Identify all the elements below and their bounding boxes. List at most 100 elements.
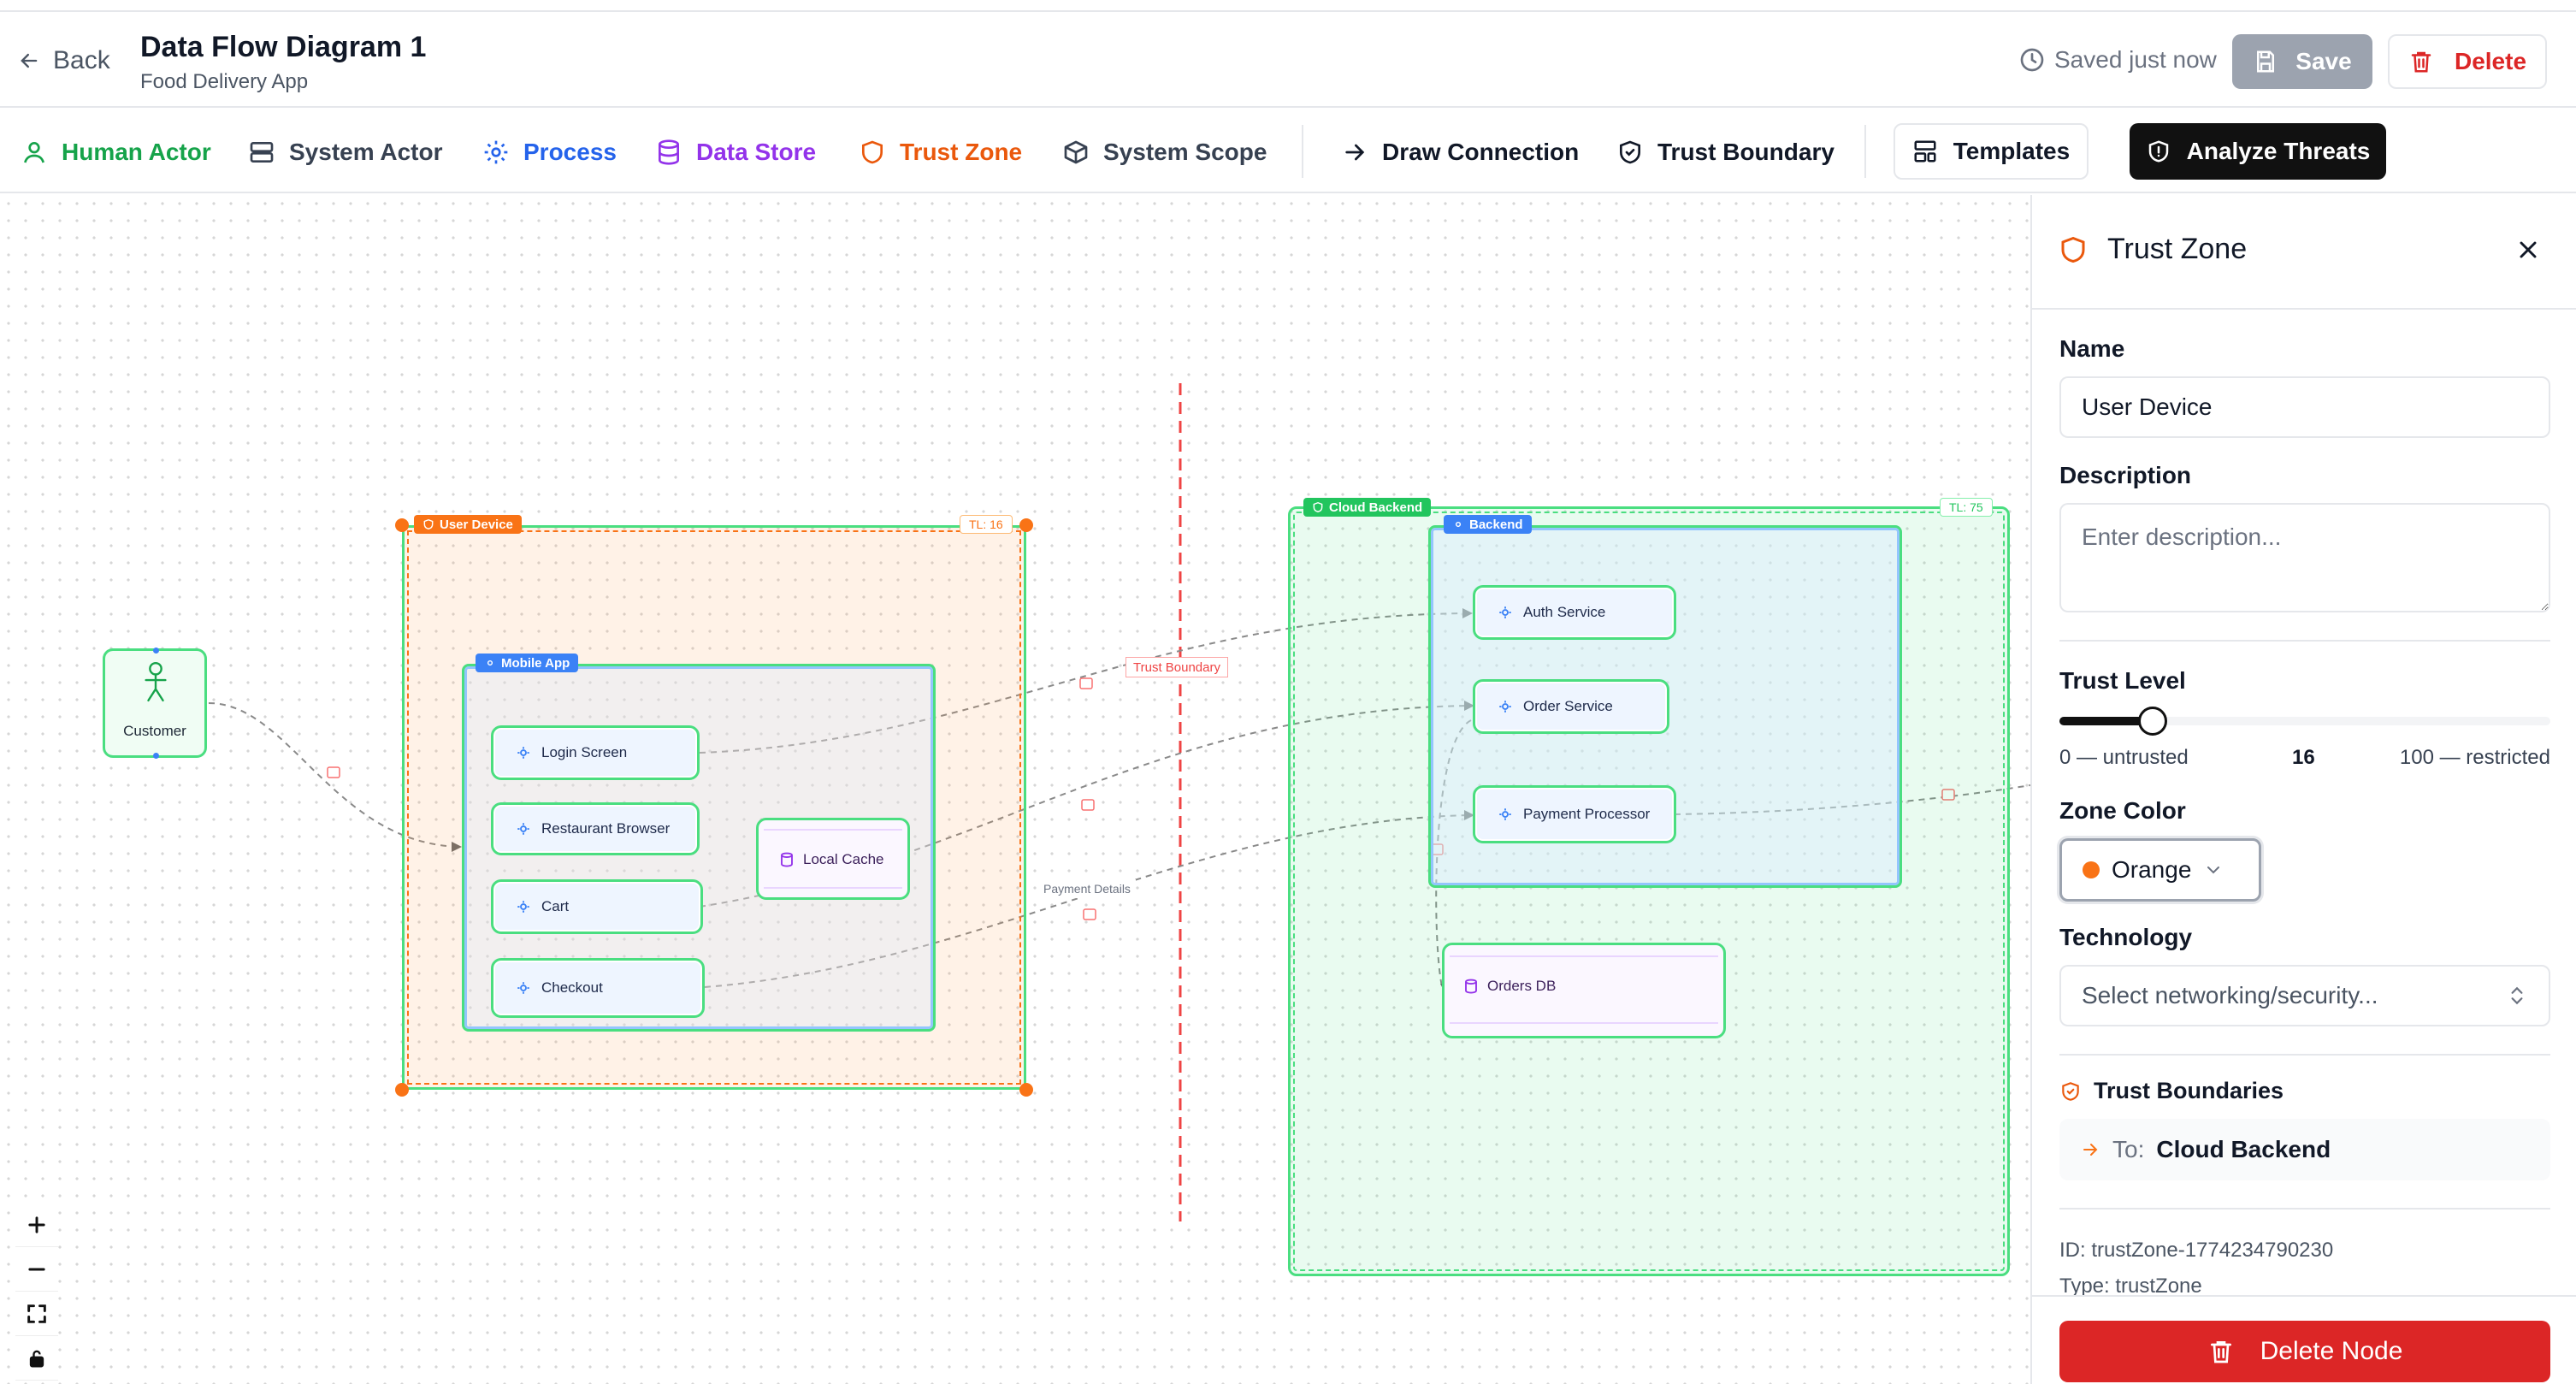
- analyze-threats-button[interactable]: Analyze Threats: [2130, 123, 2386, 180]
- connection-handle[interactable]: [153, 648, 159, 654]
- trust-boundary-label: Trust Boundary: [1657, 139, 1835, 165]
- process-node-restaurant-browser[interactable]: Restaurant Browser: [491, 802, 700, 855]
- description-label: Description: [2059, 462, 2192, 488]
- zoom-in-button[interactable]: [15, 1203, 58, 1247]
- zone-color-value: Orange: [2112, 856, 2192, 883]
- zone-color-label: Zone Color: [2059, 797, 2186, 824]
- trust-level-value: 16: [2292, 746, 2315, 769]
- trash-icon: [2411, 51, 2431, 73]
- templates-button[interactable]: Templates: [1894, 123, 2089, 180]
- process-node-checkout[interactable]: Checkout: [491, 958, 705, 1018]
- lock-icon: [1083, 908, 1096, 920]
- shield-icon: [862, 140, 883, 164]
- save-button[interactable]: Save: [2232, 34, 2372, 89]
- save-button-label: Save: [2295, 48, 2352, 74]
- draw-connection-button[interactable]: Draw Connection: [1341, 130, 1579, 174]
- process-node-login-screen[interactable]: Login Screen: [491, 725, 700, 780]
- user-icon: [24, 142, 44, 163]
- resize-handle[interactable]: [1019, 518, 1033, 532]
- process-label: Restaurant Browser: [541, 820, 671, 837]
- delete-diagram-button[interactable]: Delete: [2388, 34, 2547, 89]
- connection-handle[interactable]: [153, 753, 159, 759]
- layout-template-icon: [1914, 140, 1936, 163]
- analyze-threats-label: Analyze Threats: [2186, 138, 2371, 164]
- edge-login-to-auth[interactable]: [699, 612, 1472, 754]
- cog-icon: [1499, 701, 1511, 713]
- back-button[interactable]: Back: [17, 46, 110, 75]
- shield-check-icon: [1620, 140, 1640, 164]
- cog-icon: [517, 982, 529, 994]
- add-process-button[interactable]: Process: [482, 130, 617, 174]
- trust-boundaries-heading: Trust Boundaries: [2059, 1078, 2284, 1104]
- system-scope-label: System Scope: [1103, 139, 1267, 165]
- trust-level-label: Trust Level: [2059, 667, 2186, 694]
- trust-level-slider[interactable]: [2059, 707, 2550, 736]
- scope-tag-mobile-app: Mobile App: [476, 654, 579, 672]
- add-human-actor-button[interactable]: Human Actor: [21, 130, 211, 174]
- delete-button-label: Delete: [2454, 48, 2527, 74]
- add-trust-zone-button[interactable]: Trust Zone: [859, 130, 1022, 174]
- save-status-text: Saved just now: [2054, 46, 2217, 73]
- trust-level-tag-cloud-backend: TL: 75: [1940, 498, 1993, 517]
- delete-node-button[interactable]: Delete Node: [2059, 1321, 2550, 1382]
- shield-icon: [2062, 1081, 2079, 1101]
- shield-icon: [423, 518, 434, 529]
- technology-select[interactable]: Select networking/security...: [2059, 965, 2550, 1026]
- process-node-auth-service[interactable]: Auth Service: [1473, 585, 1676, 640]
- close-icon[interactable]: [2514, 236, 2542, 263]
- edge-customer-to-mobile-app[interactable]: [208, 702, 463, 848]
- arrow-right-icon: [2083, 1144, 2098, 1156]
- shield-alert-icon: [2148, 140, 2168, 163]
- trust-boundary-item[interactable]: To: Cloud Backend: [2059, 1119, 2550, 1180]
- trust-level-tag-text: TL: 75: [1949, 500, 1983, 514]
- data-store-node-orders-db[interactable]: Orders DB: [1442, 943, 1726, 1038]
- trust-level-tag-text: TL: 16: [969, 518, 1003, 531]
- name-input[interactable]: [2059, 376, 2550, 438]
- description-textarea[interactable]: [2059, 503, 2550, 612]
- chevron-down-icon: [2207, 866, 2220, 874]
- cog-icon: [517, 747, 529, 759]
- data-store-node-local-cache[interactable]: Local Cache: [756, 818, 910, 900]
- edge-label-payment-details[interactable]: Payment Details: [1038, 879, 1136, 898]
- lock-icon: [1941, 789, 1955, 801]
- trust-level-slider-thumb[interactable]: [2137, 707, 2167, 736]
- zoom-out-button[interactable]: [15, 1247, 58, 1292]
- resize-handle[interactable]: [1019, 1083, 1033, 1097]
- process-node-payment-processor[interactable]: Payment Processor: [1473, 785, 1676, 843]
- save-status: Saved just now: [2018, 46, 2217, 74]
- zone-tag-label: Cloud Backend: [1329, 500, 1423, 515]
- chevrons-up-down-icon: [2511, 986, 2523, 1005]
- store-label: Local Cache: [803, 851, 884, 867]
- edge-order-to-orders-db[interactable]: [1435, 719, 1472, 993]
- zone-tag-user-device: User Device: [414, 515, 522, 534]
- trust-boundary-button[interactable]: Trust Boundary: [1616, 130, 1835, 174]
- add-data-store-button[interactable]: Data Store: [655, 130, 816, 174]
- arrow-left-icon: [21, 53, 38, 68]
- add-system-scope-button[interactable]: System Scope: [1062, 130, 1267, 174]
- edge-cart-to-order[interactable]: [699, 705, 1474, 908]
- store-label-row: Local Cache: [779, 851, 884, 868]
- resize-handle[interactable]: [395, 518, 409, 532]
- trust-level-tag-user-device: TL: 16: [960, 515, 1013, 534]
- arrowhead: [1462, 608, 1473, 618]
- edge-checkout-to-payment[interactable]: [704, 814, 1474, 988]
- process-label: Cart: [541, 898, 570, 914]
- boundary-to-prefix: To:: [2112, 1136, 2145, 1162]
- add-system-actor-button[interactable]: System Actor: [248, 130, 442, 174]
- fit-view-icon: [27, 1304, 46, 1323]
- process-node-cart[interactable]: Cart: [491, 879, 703, 934]
- edge-payment-outbound[interactable]: [1674, 784, 2030, 815]
- edges-layer: [208, 383, 2030, 1221]
- cog-icon: [484, 140, 508, 164]
- process-node-order-service[interactable]: Order Service: [1473, 679, 1669, 734]
- zone-color-select[interactable]: Orange: [2059, 838, 2261, 902]
- lock-canvas-button[interactable]: [15, 1336, 58, 1381]
- arrowhead: [1464, 701, 1474, 711]
- fit-view-button[interactable]: [15, 1292, 58, 1336]
- actor-label: Customer: [123, 723, 186, 739]
- diagram-canvas[interactable]: Customer User Device TL: 16 Mobile App L…: [0, 195, 2030, 1384]
- edge-label-trust-boundary[interactable]: Trust Boundary: [1126, 657, 1228, 677]
- trust-boundaries-label: Trust Boundaries: [2094, 1078, 2284, 1103]
- actor-node-customer[interactable]: Customer: [103, 648, 207, 759]
- resize-handle[interactable]: [395, 1083, 409, 1097]
